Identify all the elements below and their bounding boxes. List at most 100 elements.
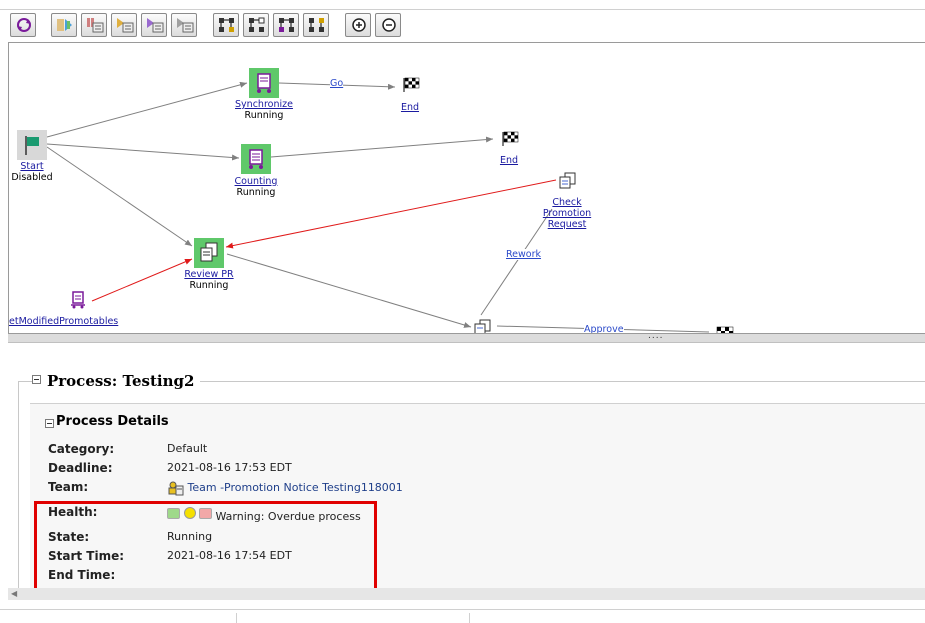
team-label: Team: — [48, 480, 89, 494]
workflow-edges — [46, 81, 710, 333]
review-pr-node[interactable] — [194, 238, 224, 268]
remove-node-button[interactable] — [243, 13, 269, 37]
start-node-status: Disabled — [11, 172, 53, 183]
footer-divider-2 — [469, 613, 470, 623]
suspend-all-icon — [117, 18, 134, 33]
resume-icon — [57, 19, 72, 31]
add-link-icon — [279, 18, 294, 32]
add-node-icon — [219, 18, 234, 32]
suspend-icon — [87, 18, 104, 33]
terminate-button[interactable] — [141, 13, 167, 37]
suspend-all-button[interactable] — [111, 13, 137, 37]
remove-link-icon — [309, 18, 324, 32]
sync-task-icon — [257, 73, 271, 93]
edge-setmodified-review[interactable] — [91, 258, 193, 302]
edge-check-review[interactable] — [225, 179, 557, 249]
edge-approve-check[interactable] — [480, 208, 553, 316]
resume-button[interactable] — [51, 13, 77, 37]
zoom-in-button[interactable] — [345, 13, 371, 37]
counting-task-icon — [249, 149, 263, 169]
remove-link-button[interactable] — [303, 13, 329, 37]
approve-node[interactable] — [473, 319, 491, 333]
refresh-icon — [17, 18, 31, 32]
scroll-left-icon[interactable]: ◀ — [11, 589, 18, 598]
set-modified-node[interactable] — [70, 291, 86, 312]
edge-start-counting[interactable] — [46, 143, 240, 161]
start-time-label: Start Time: — [48, 549, 125, 563]
start-node-label[interactable]: Start — [20, 161, 44, 172]
edge-start-synchronize[interactable] — [46, 81, 248, 138]
add-link-button[interactable] — [273, 13, 299, 37]
bottom-divider — [0, 609, 925, 610]
process-details-title: Process Details — [56, 414, 177, 429]
footer-divider-1 — [236, 613, 237, 623]
end-node-1[interactable] — [402, 77, 420, 96]
robot-task-icon — [71, 291, 85, 309]
process-fieldset — [18, 381, 925, 592]
edge-label-go[interactable]: Go — [330, 78, 344, 89]
counting-node-status: Running — [236, 187, 276, 198]
review-task-icon — [474, 319, 491, 333]
zoom-out-button[interactable] — [375, 13, 401, 37]
top-divider — [0, 9, 925, 10]
end-node-1-label[interactable]: End — [400, 102, 420, 113]
edge-label-approve[interactable]: Approve — [584, 324, 624, 333]
health-yellow-indicator — [183, 507, 196, 519]
review-pr-node-label[interactable]: Review PR — [184, 269, 234, 280]
workflow-canvas[interactable]: Start Disabled Synchronize Running Count… — [8, 42, 925, 333]
checkered-flag-icon — [716, 326, 734, 333]
checkered-flag-icon — [403, 77, 420, 92]
category-label: Category: — [48, 442, 115, 456]
health-text: Warning: Overdue process — [215, 510, 361, 523]
details-collapse-toggle[interactable] — [45, 419, 54, 428]
synchronize-node[interactable] — [249, 68, 279, 98]
health-green-indicator — [167, 507, 180, 519]
edge-label-rework[interactable]: Rework — [506, 249, 542, 260]
health-label: Health: — [48, 505, 98, 519]
remove-node-icon — [249, 17, 265, 32]
team-icon — [168, 481, 184, 496]
suspend-button[interactable] — [81, 13, 107, 37]
horizontal-scrollbar[interactable]: ◀ — [8, 588, 925, 600]
check-promotion-node[interactable] — [558, 172, 576, 193]
check-promotion-label-1[interactable]: Check — [552, 197, 582, 208]
start-time-value: 2021-08-16 17:54 EDT — [167, 549, 292, 562]
check-promotion-label-3[interactable]: Request — [547, 219, 587, 230]
checkered-flag-icon — [502, 131, 519, 146]
synchronize-node-label[interactable]: Synchronize — [235, 99, 293, 110]
category-value: Default — [167, 442, 208, 455]
reassign-button[interactable] — [171, 13, 197, 37]
end-node-3[interactable] — [716, 326, 734, 333]
process-collapse-toggle[interactable] — [32, 375, 41, 384]
check-promotion-label-2[interactable]: Promotion — [542, 208, 592, 219]
edge-counting-end[interactable] — [270, 136, 494, 158]
health-red-indicator — [199, 507, 212, 519]
flag-icon — [25, 136, 39, 155]
team-link[interactable]: Team -Promotion Notice Testing118001 — [187, 481, 403, 494]
end-node-2-label[interactable]: End — [499, 155, 519, 166]
review-task-icon — [559, 172, 576, 189]
end-node-2[interactable] — [501, 131, 519, 150]
review-pr-node-status: Running — [189, 280, 229, 291]
pane-splitter[interactable]: .... — [8, 331, 925, 343]
refresh-button[interactable] — [10, 13, 36, 37]
state-value: Running — [167, 530, 213, 543]
process-title: Process: Testing2 — [41, 372, 201, 390]
highlight-box — [34, 501, 377, 591]
state-label: State: — [48, 530, 90, 544]
counting-node-label[interactable]: Counting — [234, 176, 278, 187]
deadline-label: Deadline: — [48, 461, 113, 475]
set-modified-label[interactable]: etModifiedPromotables — [9, 316, 119, 327]
start-node[interactable] — [17, 130, 47, 160]
splitter-grip[interactable]: .... — [648, 331, 664, 341]
terminate-icon — [147, 18, 164, 33]
edge-review-approve[interactable] — [226, 253, 472, 328]
health-value: Warning: Overdue process — [167, 506, 361, 523]
reassign-icon — [177, 18, 194, 33]
counting-node[interactable] — [241, 144, 271, 174]
add-node-button[interactable] — [213, 13, 239, 37]
zoom-in-icon — [352, 18, 366, 32]
zoom-out-icon — [382, 18, 396, 32]
edge-start-review[interactable] — [46, 146, 193, 247]
synchronize-node-status: Running — [244, 110, 284, 121]
